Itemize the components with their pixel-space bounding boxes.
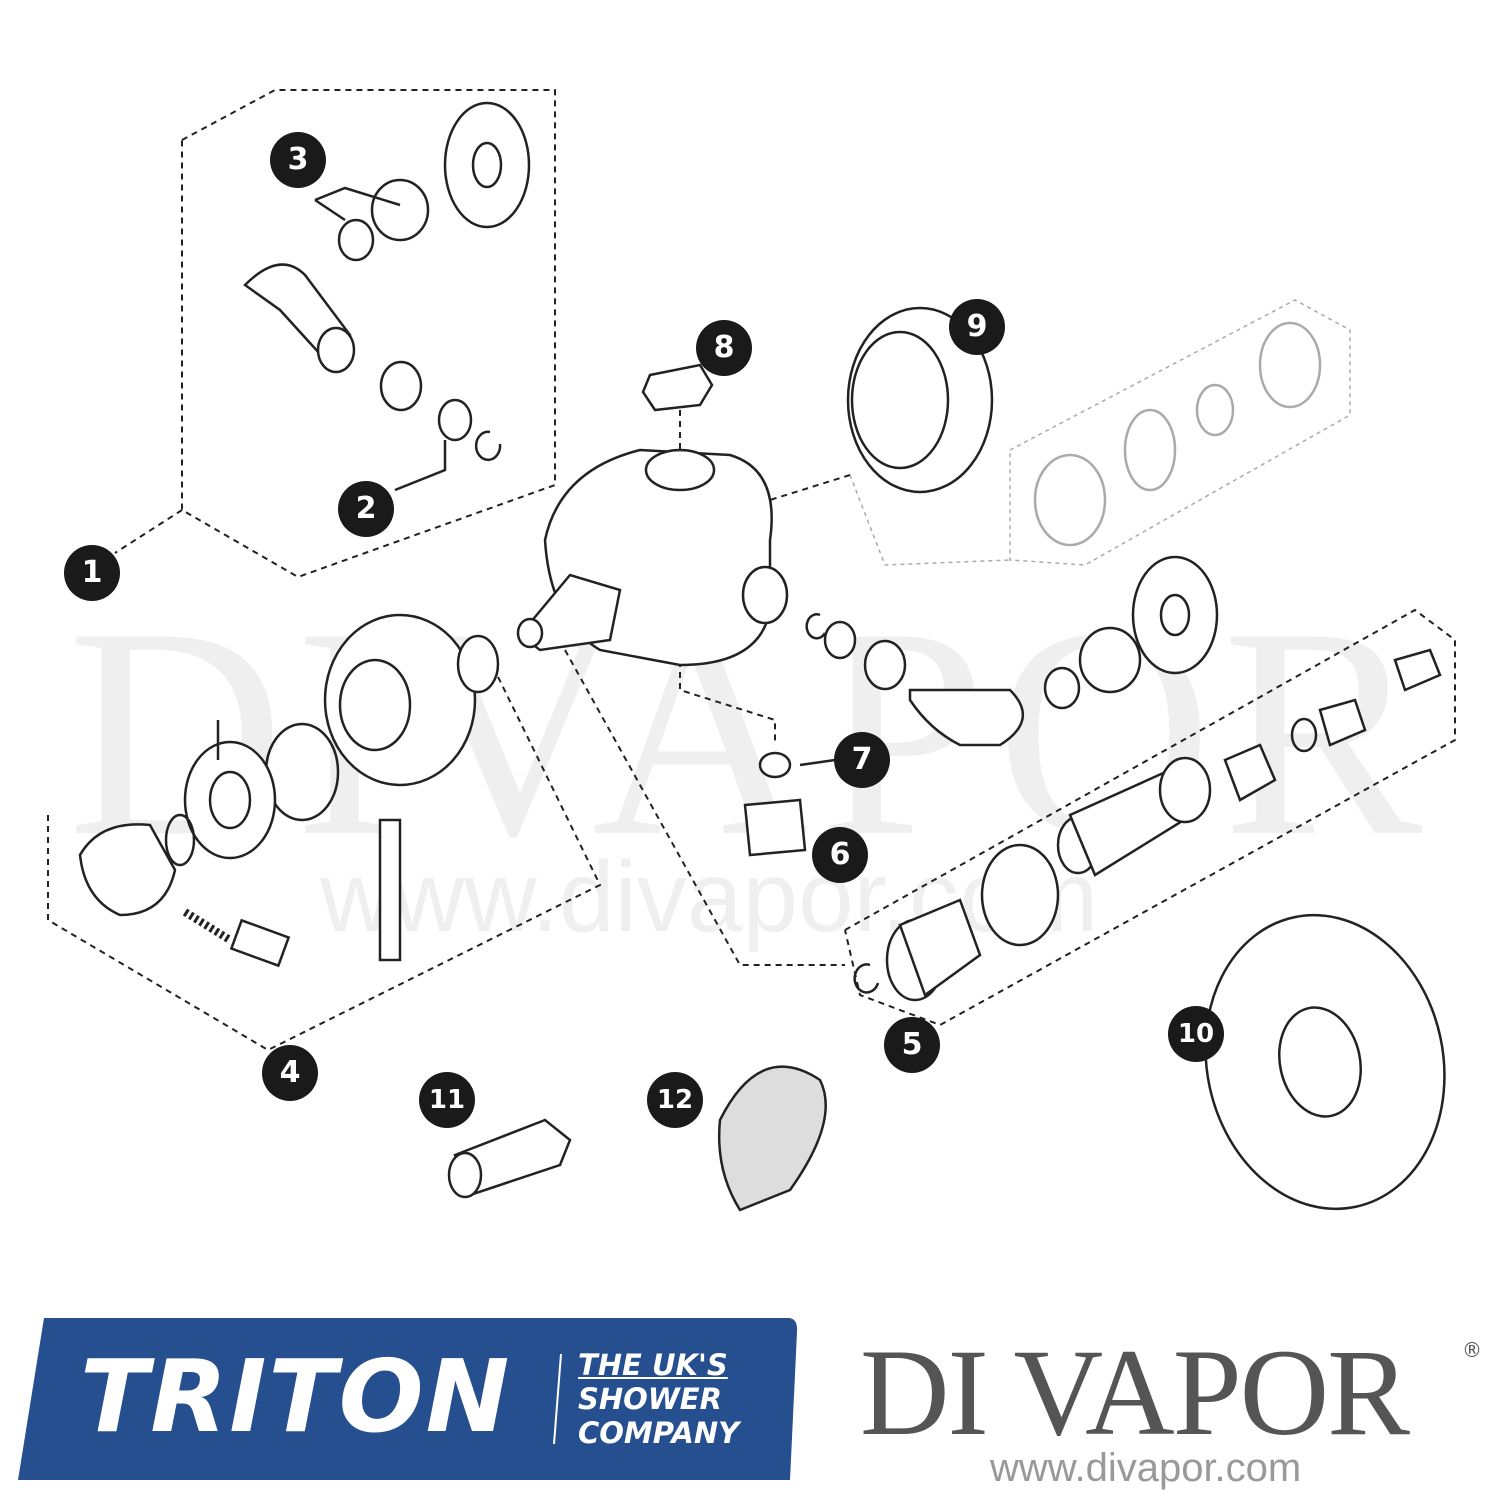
tagline-line-2: SHOWER	[578, 1382, 722, 1416]
tagline-line-1: THE UK'S	[578, 1348, 728, 1382]
callout-8: 8	[696, 320, 752, 376]
group-5-outline	[844, 608, 1456, 1027]
callout-12: 12	[647, 1072, 703, 1128]
triton-tagline: THE UK'S SHOWER COMPANY	[578, 1348, 739, 1450]
triton-logo-name: TRITON	[80, 1338, 512, 1455]
divapor-logo-name: DI VAPOR	[860, 1324, 1410, 1461]
group-4-outline	[47, 639, 602, 1052]
callout-1: 1	[64, 545, 120, 601]
cover-plate	[1204, 913, 1446, 1211]
callout-4: 4	[262, 1045, 318, 1101]
callout-5: 5	[884, 1017, 940, 1073]
cartridge-outline	[1009, 299, 1351, 566]
callout-10: 10	[1168, 1006, 1224, 1062]
callout-3: 3	[270, 132, 326, 188]
callout-9: 9	[949, 299, 1005, 355]
wall-outlet	[717, 1065, 827, 1212]
divapor-url: www.divapor.com	[990, 1446, 1302, 1490]
callout-2: 2	[338, 481, 394, 537]
callout-11: 11	[419, 1072, 475, 1128]
callout-6: 6	[812, 827, 868, 883]
registered-mark: ®	[1462, 1338, 1482, 1362]
tagline-line-3: COMPANY	[578, 1416, 740, 1450]
callout-7: 7	[834, 732, 890, 788]
triton-logo-background	[18, 1318, 798, 1480]
